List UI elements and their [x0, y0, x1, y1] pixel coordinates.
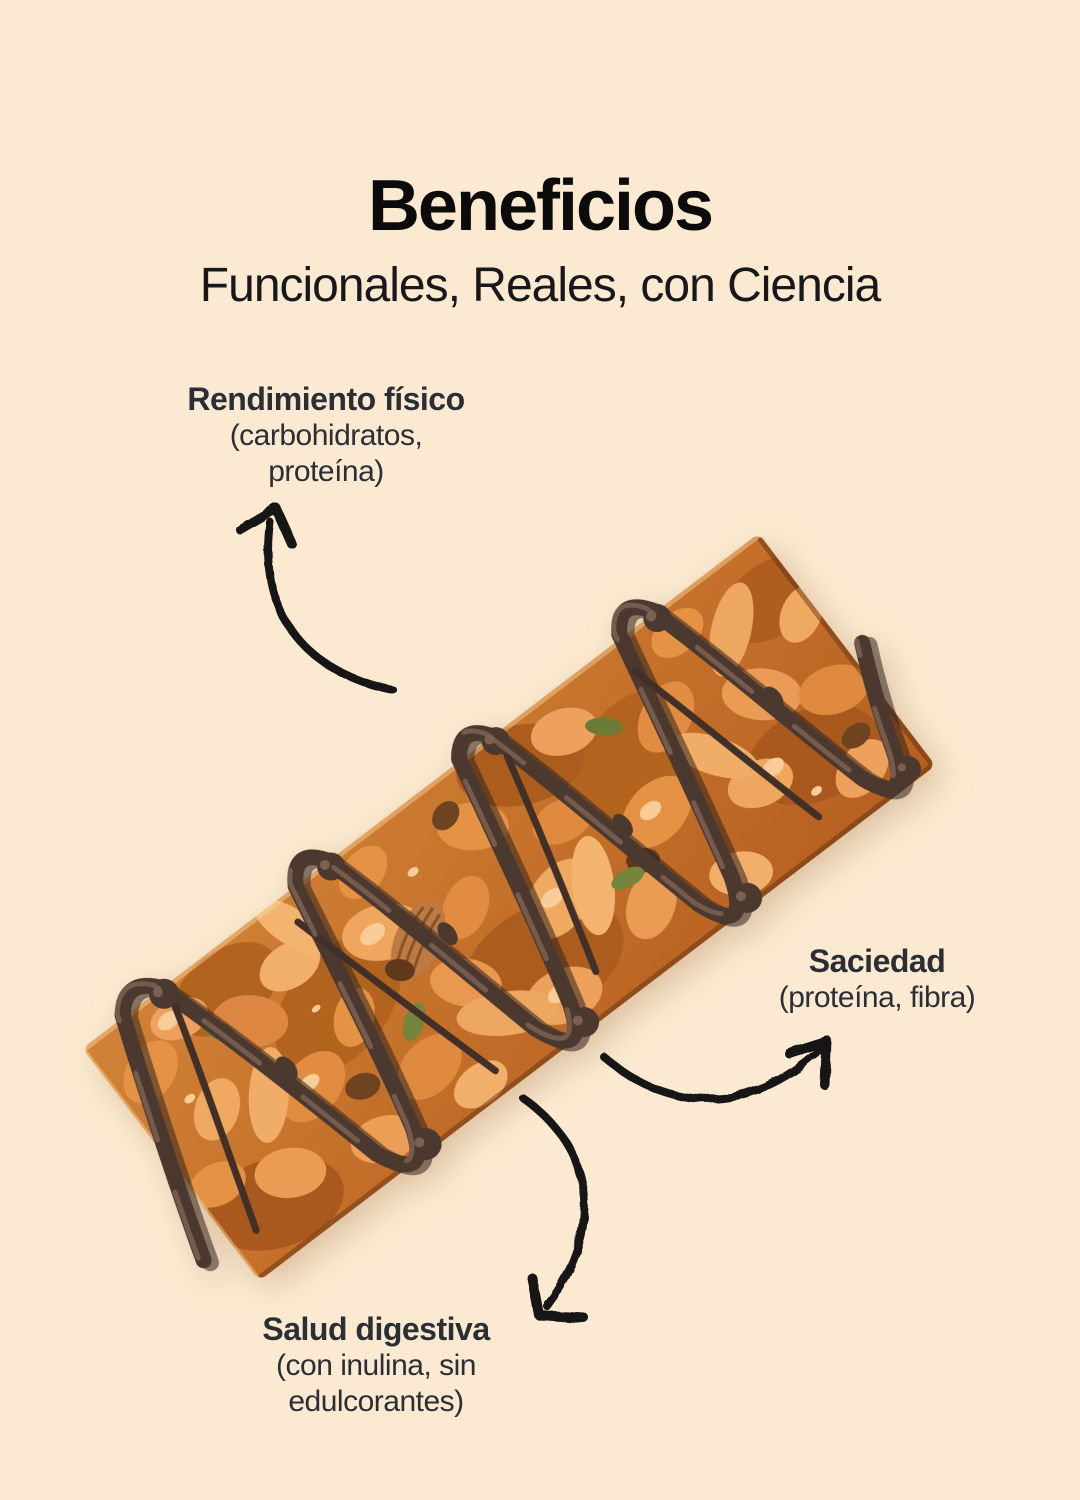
- curved-arrow-satiety: [600, 1036, 832, 1103]
- benefit-satiety: Saciedad (proteína, fibra): [707, 943, 1047, 1016]
- benefit-performance-title: Rendimiento físico: [187, 381, 465, 417]
- benefit-digestive-title: Salud digestiva: [262, 1311, 490, 1347]
- benefit-digestive: Salud digestiva (con inulina, sin edulco…: [206, 1311, 546, 1420]
- curved-arrow-digestive: [520, 1095, 589, 1323]
- benefit-digestive-detail: (con inulina, sin edulcorantes): [276, 1349, 476, 1418]
- benefit-satiety-detail: (proteína, fibra): [778, 981, 976, 1014]
- benefit-satiety-title: Saciedad: [808, 943, 946, 979]
- granola-bar-graphic: [82, 533, 936, 1281]
- page-title: Beneficios: [367, 166, 714, 246]
- page-subtitle: Funcionales, Reales, con Ciencia: [199, 259, 881, 312]
- product-photo-granola-bar: [82, 533, 936, 1281]
- chocolate-drizzle: [114, 599, 921, 1272]
- benefit-performance: Rendimiento físico (carbohidratos, prote…: [156, 381, 496, 490]
- benefit-performance-detail: (carbohidratos, proteína): [229, 419, 423, 488]
- curved-arrow-performance: [235, 503, 397, 694]
